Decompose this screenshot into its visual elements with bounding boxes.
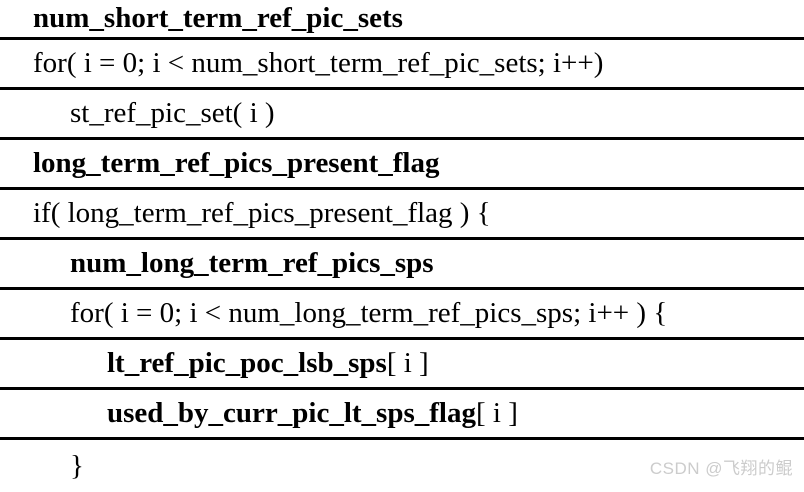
syntax-text-segment: for( i = 0; i < num_long_term_ref_pics_s… (70, 297, 668, 329)
syntax-text-segment: num_short_term_ref_pic_sets (33, 2, 403, 34)
syntax-row: for( i = 0; i < num_short_term_ref_pic_s… (0, 40, 804, 90)
syntax-text-segment: st_ref_pic_set( i ) (70, 97, 275, 129)
syntax-row: used_by_curr_pic_lt_sps_flag[ i ] (0, 390, 804, 440)
syntax-row: long_term_ref_pics_present_flag (0, 140, 804, 190)
syntax-row: if( long_term_ref_pics_present_flag ) { (0, 190, 804, 240)
syntax-row: for( i = 0; i < num_long_term_ref_pics_s… (0, 290, 804, 340)
syntax-text-segment: lt_ref_pic_poc_lsb_sps (107, 347, 387, 379)
syntax-text-segment: long_term_ref_pics_present_flag (33, 147, 440, 179)
syntax-row: num_short_term_ref_pic_sets (0, 0, 804, 40)
syntax-text-segment: } (70, 449, 84, 482)
syntax-text-segment: used_by_curr_pic_lt_sps_flag (107, 397, 476, 429)
syntax-text-segment: if( long_term_ref_pics_present_flag ) { (33, 197, 491, 229)
syntax-row: lt_ref_pic_poc_lsb_sps[ i ] (0, 340, 804, 390)
watermark: CSDN @飞翔的鲲 (649, 459, 793, 478)
syntax-text-segment: [ i ] (475, 397, 518, 429)
syntax-text-segment: [ i ] (386, 347, 429, 379)
syntax-text-segment: num_long_term_ref_pics_sps (70, 247, 434, 279)
syntax-text-segment: for( i = 0; i < num_short_term_ref_pic_s… (33, 47, 604, 79)
syntax-row: num_long_term_ref_pics_sps (0, 240, 804, 290)
syntax-row: st_ref_pic_set( i ) (0, 90, 804, 140)
syntax-row: } (0, 440, 804, 492)
